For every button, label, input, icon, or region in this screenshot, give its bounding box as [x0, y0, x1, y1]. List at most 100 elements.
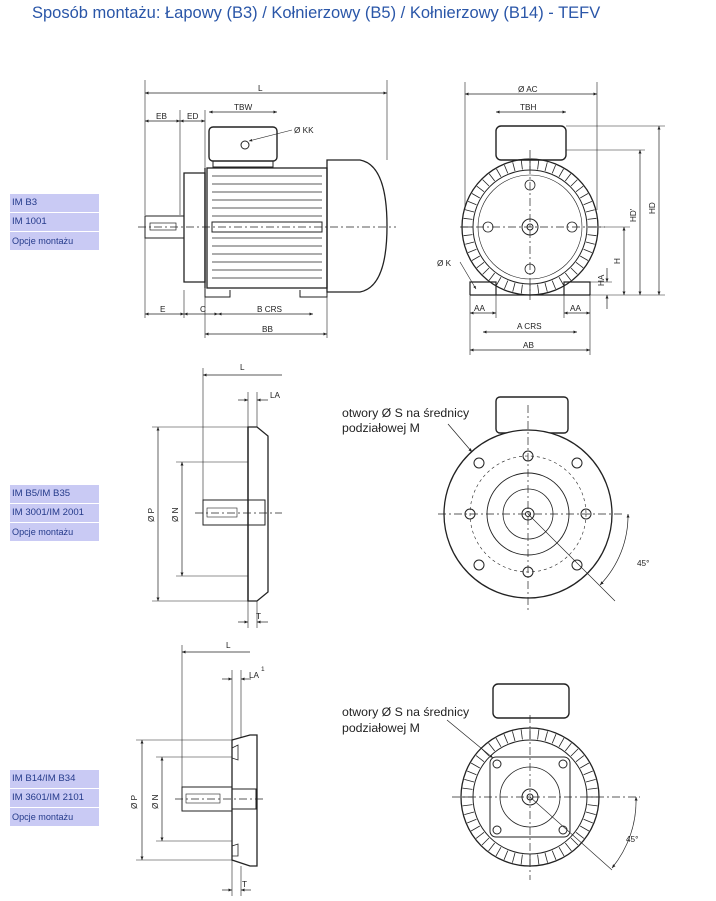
cooling-fin [467, 818, 477, 824]
cooling-fin [512, 162, 516, 172]
dim-b3-H: H [613, 258, 622, 264]
panel-b14-options[interactable]: Opcje montażu [10, 808, 99, 827]
cooling-fin [580, 825, 590, 832]
cooling-fin [580, 255, 589, 261]
dim-b5-N: Ø N [171, 507, 180, 522]
cooling-fin [583, 248, 593, 253]
dim-b14-LA: LA [249, 671, 260, 680]
cooling-fin [537, 729, 540, 740]
cooling-fin [564, 173, 572, 182]
cooling-fin [512, 852, 516, 863]
cooling-fin [580, 193, 589, 199]
cooling-fin [504, 280, 509, 290]
dim-b3-AA-right: AA [570, 304, 581, 313]
mount-panel-b14: IM B14/IM B34 IM 3601/IM 2101 Opcje mont… [10, 770, 99, 827]
dim-b3-EB: EB [156, 112, 167, 121]
b14-hole-note-line2: podziałowej M [342, 721, 420, 735]
cooling-fin [464, 779, 475, 783]
cooling-fin [587, 234, 597, 237]
cooling-fin [475, 755, 485, 763]
panel-b14-im: IM 3601/IM 2101 [10, 789, 99, 808]
cooling-fin [476, 185, 485, 193]
cooling-fin [537, 854, 540, 865]
cooling-fin [470, 762, 480, 769]
dim-b3-AC: Ø AC [518, 85, 538, 94]
dim-b3-TBW: TBW [234, 103, 252, 112]
cooling-fin [575, 261, 584, 269]
cooling-fin [558, 168, 564, 177]
b3-side-view [138, 80, 396, 338]
cooling-fin [575, 755, 585, 763]
cooling-fin [585, 241, 595, 245]
panel-b3-options[interactable]: Opcje montażu [10, 232, 99, 251]
b5-hole-note-line2: podziałowej M [342, 421, 420, 435]
cooling-fin [496, 277, 502, 286]
cooling-fin [482, 267, 490, 275]
panel-b5-code: IM B5/IM B35 [10, 485, 99, 504]
dim-b3-AA-left: AA [474, 304, 485, 313]
cooling-fin [512, 282, 516, 292]
dim-b14-LA-superscript: 1 [261, 666, 265, 673]
cooling-fin [476, 261, 485, 269]
cooling-fin [488, 842, 496, 852]
dim-b3-HDp: HD' [629, 208, 638, 222]
cooling-fin [583, 201, 593, 206]
dim-b3-ACRS: A CRS [517, 322, 542, 331]
cooling-fin [467, 248, 477, 253]
mount-panel-b5: IM B5/IM B35 IM 3001/IM 2001 Opcje monta… [10, 485, 99, 542]
cooling-fin [570, 837, 579, 846]
cooling-fin [465, 209, 475, 213]
cooling-fin [570, 179, 578, 187]
cooling-fin [467, 201, 477, 206]
cooling-fin [462, 787, 473, 790]
b5-hole-note-line1: otwory Ø S na średnicy [342, 406, 470, 420]
panel-b5-options[interactable]: Opcje montażu [10, 523, 99, 542]
b5-side-view [152, 368, 282, 628]
dim-b3-HA: HA [597, 274, 606, 286]
dim-b3-L: L [258, 84, 263, 93]
cooling-fin [464, 811, 475, 815]
cooling-fin [551, 734, 557, 744]
cooling-fin [482, 179, 490, 187]
cooling-fin [488, 742, 496, 752]
b14-side-view [136, 645, 265, 896]
dim-b3-E: E [160, 305, 166, 314]
cooling-fin [564, 272, 572, 281]
cooling-fin [558, 737, 565, 747]
dim-b14-T: T [242, 880, 247, 889]
dim-b3-AB: AB [523, 341, 534, 350]
mount-panel-b3: IM B3 IM 1001 Opcje montażu [10, 194, 99, 251]
cooling-fin [575, 185, 584, 193]
cooling-fin [558, 847, 565, 857]
cooling-fin [580, 762, 590, 769]
cooling-fin [495, 847, 502, 857]
cooling-fin [544, 731, 548, 742]
dim-b14-N: Ø N [151, 794, 160, 809]
dim-b3-BB: BB [262, 325, 273, 334]
dim-b5-P: Ø P [147, 507, 156, 522]
cooling-fin [537, 160, 540, 170]
dim-b3-ED: ED [187, 112, 198, 121]
b3-front-view [459, 82, 665, 355]
panel-b5-im: IM 3001/IM 2001 [10, 504, 99, 523]
cooling-fin [496, 168, 502, 177]
cooling-fin [495, 737, 502, 747]
cooling-fin [564, 842, 572, 852]
cooling-fin [570, 748, 579, 757]
dim-b3-KK: Ø KK [294, 126, 314, 135]
cooling-fin [551, 280, 556, 290]
panel-b14-code: IM B14/IM B34 [10, 770, 99, 789]
cooling-fin [503, 850, 509, 860]
dim-b3-BCRS: B CRS [257, 305, 283, 314]
b5-front-view [438, 396, 630, 610]
cooling-fin [512, 731, 516, 742]
b5-angle-label: 45° [637, 559, 649, 568]
cooling-fin [583, 770, 593, 776]
panel-b3-code: IM B3 [10, 194, 99, 213]
cooling-fin [471, 193, 480, 199]
cooling-fin [470, 825, 480, 832]
cooling-fin [504, 164, 509, 174]
cooling-fin [558, 277, 564, 286]
cooling-fin [570, 267, 578, 275]
